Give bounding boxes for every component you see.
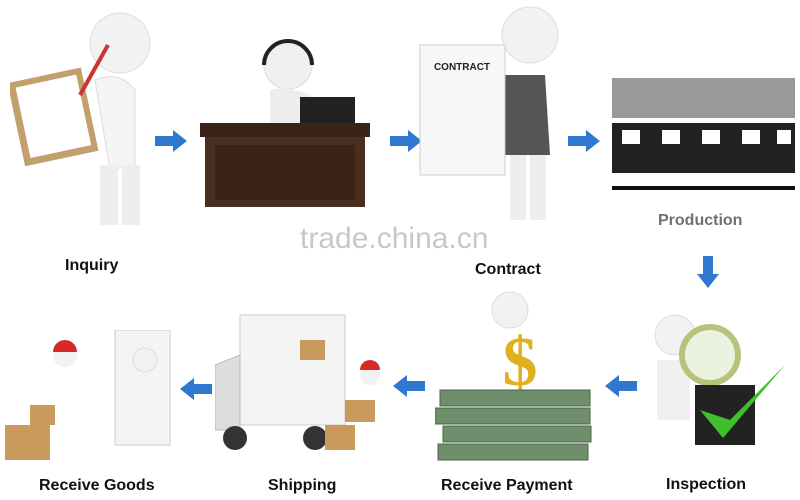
factory-workers-icon — [612, 78, 795, 190]
step-label-production: Production — [658, 212, 743, 226]
step-label-receive-payment: Receive Payment — [441, 477, 573, 494]
arrow-left-icon — [605, 375, 637, 397]
magnifier-check-icon — [654, 314, 785, 445]
truck-icon — [215, 314, 380, 450]
delivery-door-icon — [5, 330, 171, 460]
arrow-left-icon — [180, 378, 212, 400]
step-label-inquiry: Inquiry — [65, 257, 119, 274]
money-person-icon: $ — [435, 291, 592, 461]
arrow-right-icon — [390, 130, 422, 152]
production-label-clipped: Production — [658, 212, 742, 226]
call-center-desk-icon — [200, 39, 370, 207]
step-label-receive-goods: Receive Goods — [39, 477, 155, 494]
watermark: trade.china.cn — [300, 222, 489, 255]
arrow-right-icon — [568, 130, 600, 152]
arrow-down-icon — [697, 256, 719, 288]
contract-person-icon: CONTRACT — [419, 6, 559, 220]
svg-text:CONTRACT: CONTRACT — [434, 62, 490, 73]
arrow-left-icon — [393, 375, 425, 397]
step-label-contract: Contract — [475, 261, 541, 278]
svg-text:$: $ — [503, 324, 538, 401]
step-label-shipping: Shipping — [268, 477, 337, 494]
step-label-inspection: Inspection — [666, 476, 747, 493]
arrow-right-icon — [155, 130, 187, 152]
clipboard-person-icon — [10, 12, 151, 225]
